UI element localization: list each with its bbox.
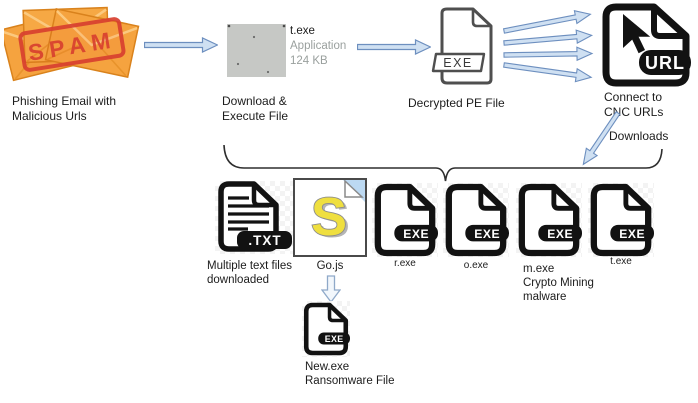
decrypted-pe-label: Decrypted PE File	[408, 96, 505, 110]
noise-specks	[227, 24, 286, 74]
arrows-pe-to-cnc	[502, 9, 594, 83]
file-name: t.exe	[290, 25, 315, 37]
file-size: 124 KB	[290, 55, 328, 67]
m-exe-icon: EXE	[516, 183, 582, 257]
gojs-glyph: S	[311, 187, 347, 247]
phishing-email-label: Phishing Email with Malicious Urls	[12, 94, 117, 123]
r-exe-icon: EXE	[372, 183, 438, 257]
t-exe-label: t.exe	[610, 256, 632, 267]
downloads-label: Downloads	[609, 129, 669, 143]
txt-files-label: Multiple text files downloaded	[207, 260, 293, 287]
pe-exe-badge-text: EXE	[443, 56, 473, 70]
file-type: Application	[290, 40, 347, 52]
o-exe-icon: EXE	[443, 183, 509, 257]
spam-envelopes-icon: SPAM	[4, 6, 140, 82]
decrypted-pe-file-icon: EXE	[431, 7, 493, 85]
gojs-glyph-shadow: S	[314, 189, 350, 249]
m-exe-label: m.exe Crypto Mining malware	[523, 263, 594, 304]
cnc-url-icon: URL	[602, 3, 691, 87]
downloaded-file-thumbnail	[227, 24, 286, 77]
arrow-download-to-pe	[357, 39, 431, 55]
file-info: t.exe Application 124 KB	[290, 24, 346, 69]
o-exe-badge-text: EXE	[474, 227, 500, 241]
txt-badge-text: .TXT	[248, 233, 281, 248]
new-exe-badge-text: EXE	[325, 334, 344, 344]
url-badge-text: URL	[645, 53, 685, 73]
gojs-label: Go.js	[316, 260, 344, 272]
download-execute-label: Download & Execute File	[222, 94, 289, 123]
t-exe-badge-text: EXE	[619, 227, 645, 241]
m-exe-badge-text: EXE	[547, 227, 573, 241]
downloads-brace	[223, 144, 663, 182]
arrow-cnc-downloads	[582, 111, 621, 166]
cursor-arrow-icon	[623, 14, 651, 54]
connect-cnc-label: Connect to CNC URLs	[604, 90, 664, 119]
o-exe-label: o.exe	[463, 260, 489, 271]
spam-stamp: SPAM	[18, 17, 126, 72]
ransomware-label: New.exe Ransomware File	[305, 361, 395, 388]
txt-file-icon: .TXT	[215, 181, 293, 254]
arrow-gojs-to-ransomware	[321, 275, 341, 303]
gojs-script-icon: S S	[293, 178, 367, 257]
t-exe-icon: EXE	[588, 183, 654, 257]
new-exe-icon: EXE	[302, 301, 350, 357]
r-exe-badge-text: EXE	[403, 227, 429, 241]
arrow-email-to-download	[144, 37, 218, 53]
r-exe-label: r.exe	[394, 258, 416, 269]
